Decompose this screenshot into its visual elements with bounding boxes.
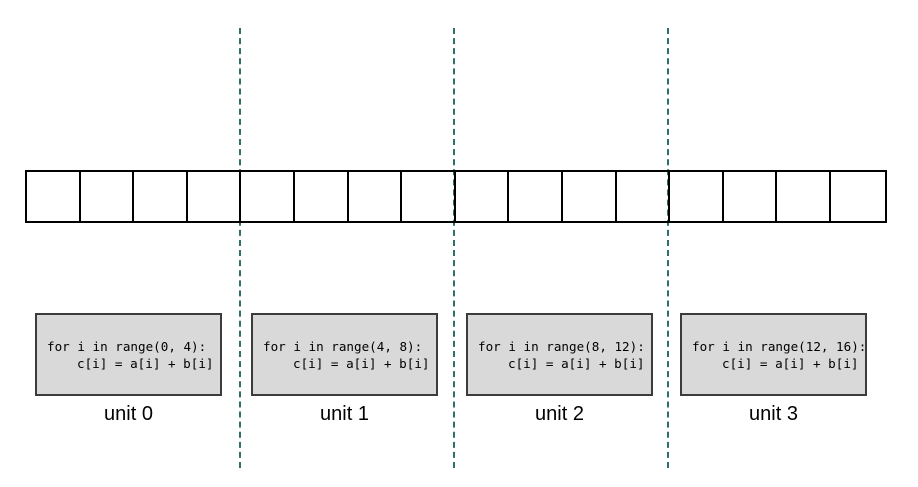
code-line-body: c[i] = a[i] + b[i]: [77, 355, 214, 371]
code-box-unit-0: for i in range(0, 4): c[i] = a[i] + b[i]: [35, 313, 222, 396]
code-line-loop: for i in range(0, 4):: [47, 338, 207, 354]
code-line-body: c[i] = a[i] + b[i]: [293, 355, 430, 371]
array-cell: [27, 172, 81, 221]
unit-divider: [239, 28, 241, 468]
array-cell: [188, 172, 242, 221]
code-line-body: c[i] = a[i] + b[i]: [722, 355, 859, 371]
array-cell: [831, 172, 885, 221]
code-box-unit-3: for i in range(12, 16): c[i] = a[i] + b[…: [680, 313, 867, 396]
array-cell: [241, 172, 295, 221]
array-cell: [134, 172, 188, 221]
code-line-loop: for i in range(12, 16):: [692, 338, 867, 354]
code-line-body: c[i] = a[i] + b[i]: [508, 355, 645, 371]
array-strip: [25, 170, 887, 223]
code-box-unit-2: for i in range(8, 12): c[i] = a[i] + b[i…: [466, 313, 653, 396]
unit-divider: [453, 28, 455, 468]
array-cell: [670, 172, 724, 221]
array-cell: [456, 172, 510, 221]
unit-label: unit 1: [320, 403, 369, 425]
array-cell: [295, 172, 349, 221]
array-cell: [509, 172, 563, 221]
array-cell: [563, 172, 617, 221]
code-box-unit-1: for i in range(4, 8): c[i] = a[i] + b[i]: [251, 313, 438, 396]
array-cell: [777, 172, 831, 221]
code-line-loop: for i in range(8, 12):: [478, 338, 645, 354]
array-cell: [349, 172, 403, 221]
array-cell: [617, 172, 671, 221]
array-cell: [724, 172, 778, 221]
array-cell: [81, 172, 135, 221]
array-cell: [402, 172, 456, 221]
unit-divider: [667, 28, 669, 468]
code-line-loop: for i in range(4, 8):: [263, 338, 423, 354]
unit-label: unit 2: [535, 403, 584, 425]
unit-label: unit 0: [104, 403, 153, 425]
unit-label: unit 3: [749, 403, 798, 425]
